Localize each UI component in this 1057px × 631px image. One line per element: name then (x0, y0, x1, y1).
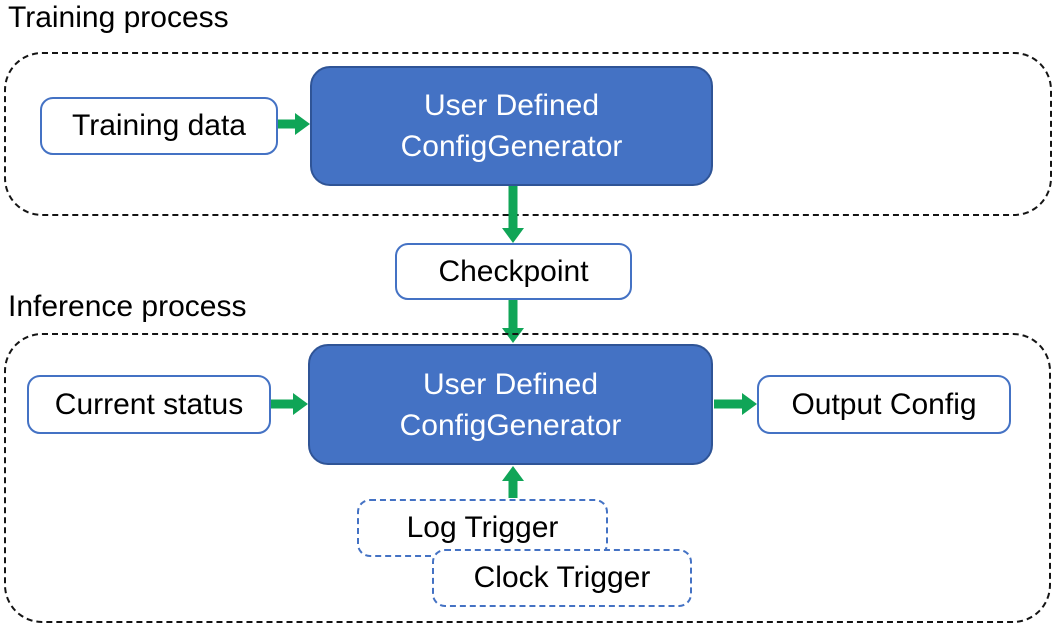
arrow-generator-to-output-config (714, 393, 757, 415)
config-generator-training-line1: User Defined (423, 89, 600, 122)
arrow-head (502, 466, 524, 481)
arrow-head (295, 113, 310, 135)
arrow-current-status-to-generator (271, 393, 308, 415)
arrow-shaft (508, 186, 518, 229)
config-generator-inference-node: User Defined ConfigGenerator (308, 344, 713, 465)
arrow-head (502, 228, 524, 243)
arrow-training-data-to-generator (278, 113, 310, 135)
arrow-shaft (508, 300, 518, 329)
output-config-node: Output Config (757, 375, 1011, 434)
arrow-shaft (714, 399, 743, 409)
config-generator-inference-line1: User Defined (422, 367, 599, 401)
config-generator-inference-line2: ConfigGenerator (399, 408, 622, 442)
arrow-generator-to-checkpoint (502, 186, 524, 243)
arrow-head (742, 393, 757, 415)
training-process-label: Training process (8, 1, 229, 34)
arrow-checkpoint-to-inference-generator (502, 300, 524, 343)
arrow-shaft (271, 399, 294, 409)
arrow-shaft (278, 119, 296, 129)
arrow-triggers-to-generator (502, 466, 524, 498)
arrow-head (293, 393, 308, 415)
checkpoint-node: Checkpoint (395, 243, 632, 300)
current-status-node: Current status (27, 375, 271, 434)
arrow-head (502, 328, 524, 343)
training-process-container (4, 52, 1052, 216)
config-generator-training-line2: ConfigGenerator (400, 130, 623, 163)
arrow-shaft (508, 480, 518, 498)
training-data-node: Training data (40, 97, 278, 155)
inference-process-container (4, 333, 1051, 623)
clock-trigger-node: Clock Trigger (432, 549, 692, 607)
inference-process-label: Inference process (8, 290, 247, 323)
config-generator-training-node: User Defined ConfigGenerator (310, 66, 713, 186)
